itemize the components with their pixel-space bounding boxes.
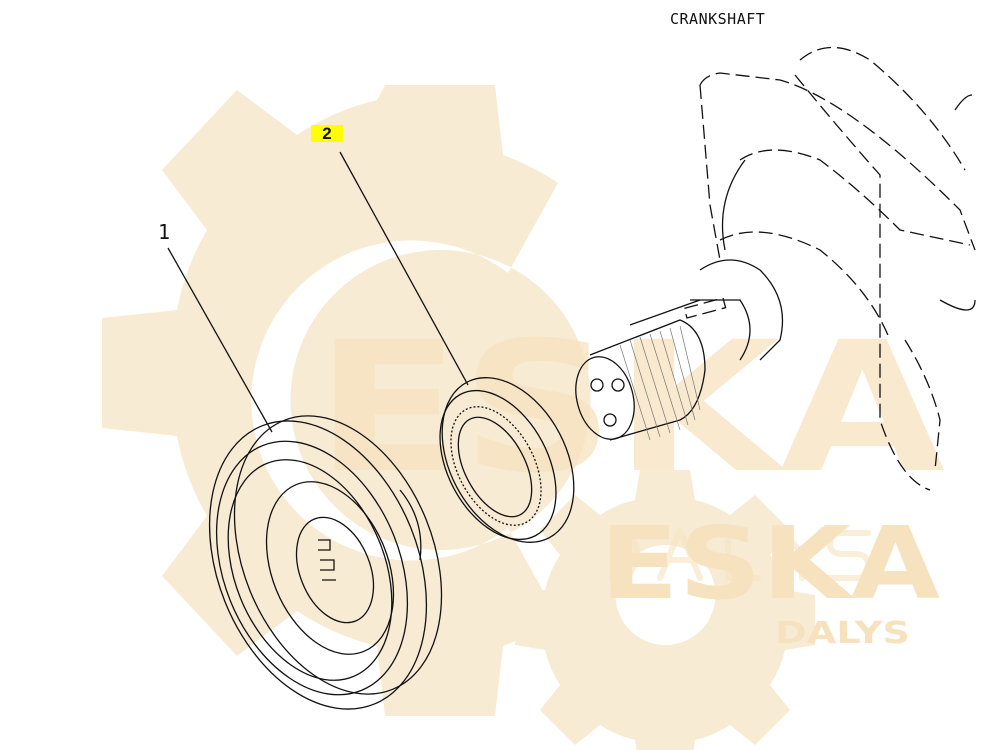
watermark-text-small: ESKA [600,505,940,622]
watermark-gear-large [102,85,591,716]
pulley-part [208,415,443,710]
watermark-gear-small [515,470,815,750]
watermark-subtext-small: DALYS [775,616,910,651]
watermark-logo: ESKA ESKA DALYS [102,85,945,750]
callout-2[interactable]: 2 [311,125,343,142]
crankshaft-part [575,47,976,491]
callout-2-leader [339,151,469,386]
diagram-title: CRANKSHAFT [670,10,766,28]
watermark-subtext-large-graphic [609,527,871,581]
watermark-text-large: ESKA [315,304,945,513]
callout-1[interactable]: 1 [158,220,171,244]
callout-1-leader [167,247,273,433]
